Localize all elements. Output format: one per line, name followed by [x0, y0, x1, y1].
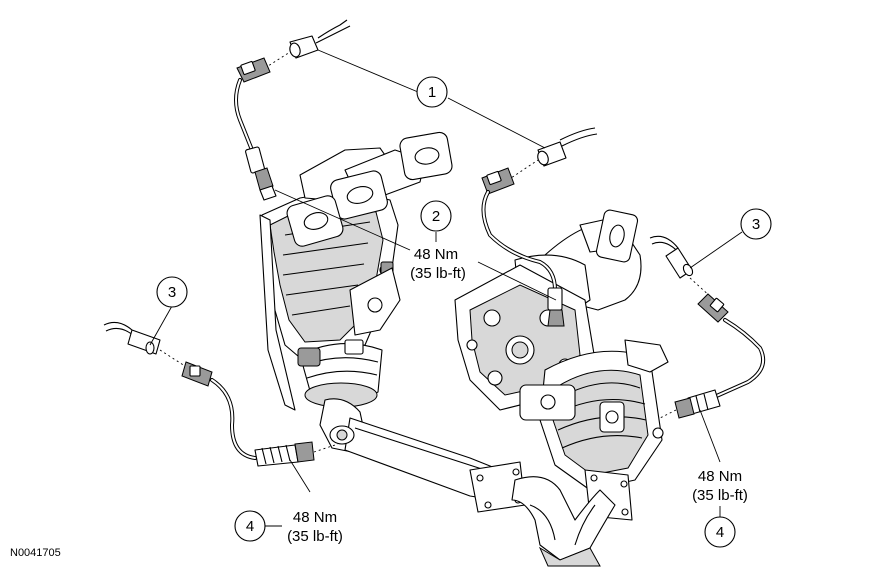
callout-2: 2 [420, 200, 452, 232]
figure-id: N0041705 [10, 547, 61, 559]
callout-3-right: 3 [740, 208, 772, 240]
callout-1: 1 [416, 76, 448, 108]
torque-right-nm: 48 Nm [698, 468, 742, 485]
right-upstream-oxygen-sensor [481, 127, 598, 327]
callout-3-left-label: 3 [168, 284, 176, 301]
torque-center-lbft: (35 lb-ft) [410, 265, 466, 282]
callout-1-label: 1 [428, 84, 436, 101]
callout-4-right-label: 4 [716, 524, 724, 541]
callout-3-left: 3 [156, 276, 188, 308]
torque-left-nm: 48 Nm [293, 509, 337, 526]
callout-4-right: 4 [704, 516, 736, 548]
left-exhaust-manifold [259, 131, 501, 501]
left-downstream-oxygen-sensor [103, 321, 339, 467]
torque-spec-right: 48 Nm (35 lb-ft) [692, 468, 748, 504]
right-exhaust-manifold [454, 209, 669, 567]
torque-center-nm: 48 Nm [414, 246, 458, 263]
right-downstream-oxygen-sensor [649, 235, 765, 419]
callout-2-label: 2 [432, 208, 440, 225]
torque-spec-left: 48 Nm (35 lb-ft) [287, 509, 343, 545]
left-upstream-oxygen-sensor [234, 19, 351, 201]
callout-4-left-label: 4 [246, 518, 254, 535]
leader-lines [149, 49, 743, 527]
torque-left-lbft: (35 lb-ft) [287, 528, 343, 545]
callout-4-left: 4 [234, 510, 266, 542]
callout-3-right-label: 3 [752, 216, 760, 233]
torque-spec-center: 48 Nm (35 lb-ft) [410, 246, 466, 282]
torque-right-lbft: (35 lb-ft) [692, 487, 748, 504]
